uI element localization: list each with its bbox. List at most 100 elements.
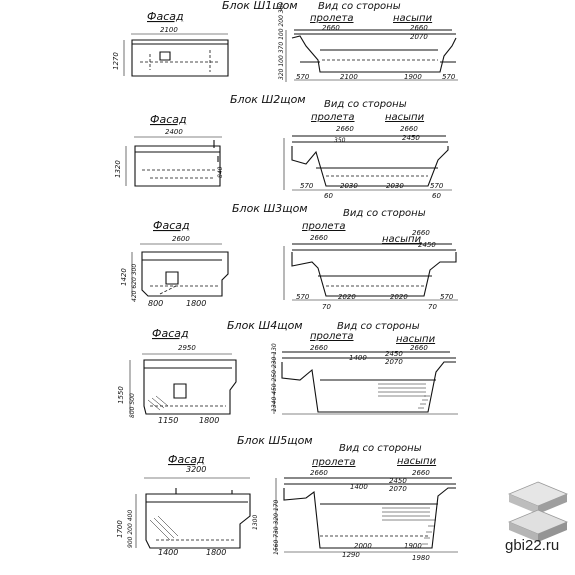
block-4: Блок Ш4щом Фасад 2950 1550 800 500 1150 … bbox=[117, 319, 458, 425]
side-top-left-dim: 2660 bbox=[310, 234, 328, 242]
side-inner-right-dim: 2450 bbox=[389, 477, 407, 485]
facade-height-dim: 1420 bbox=[120, 268, 128, 286]
side-bottom-small2: 1980 bbox=[412, 554, 430, 562]
facade-height-dim: 1700 bbox=[116, 520, 124, 538]
side-inner-left-dim: 350 bbox=[334, 137, 346, 144]
side-bottom-edge-dim: 570 bbox=[442, 73, 456, 81]
side-bottom-small: 1290 bbox=[342, 551, 360, 559]
side-bottom-edge-dim: 570 bbox=[430, 182, 444, 190]
side-view-drawing bbox=[283, 135, 452, 191]
block-1: Блок Ш1щом Фасад 2100 1270 Вид со сторон… bbox=[112, 0, 458, 82]
facade-height-dim: 1320 bbox=[114, 160, 122, 178]
stacked-slabs-icon bbox=[507, 481, 569, 542]
block-title: Блок Ш5щом bbox=[237, 434, 313, 447]
side-inner-right-dim: 2070 bbox=[410, 33, 428, 41]
side-top-left-dim: 2660 bbox=[322, 24, 340, 32]
side-inner-right-dim: 2450 bbox=[418, 241, 436, 249]
side-bottom-left-dim: 570 bbox=[296, 73, 310, 81]
facade-width-dim: 3200 bbox=[186, 465, 206, 474]
facade-width-dim: 2600 bbox=[172, 235, 190, 243]
facade-bottom-left-dim: 1400 bbox=[158, 548, 178, 557]
facade-bottom-right-dim: 1800 bbox=[199, 416, 219, 425]
side-inner-right-dim: 2450 bbox=[385, 350, 403, 358]
facade-left-dims: 800 500 bbox=[129, 393, 136, 418]
fill-label: насыпи bbox=[382, 234, 422, 245]
facade-bottom-left-dim: 800 bbox=[148, 299, 163, 308]
facade-width-dim: 2100 bbox=[160, 26, 178, 34]
side-bottom-small-right: 70 bbox=[428, 303, 437, 311]
facade-height-dim: 1550 bbox=[117, 386, 125, 404]
watermark-text: gbi22.ru bbox=[505, 537, 560, 554]
side-bottom-mid-dim: 2020 bbox=[338, 293, 356, 301]
side-top-left-dim: 2660 bbox=[310, 344, 328, 352]
facade-label: Фасад bbox=[153, 219, 190, 232]
side-view-label: Вид со стороны bbox=[343, 208, 426, 219]
facade-left-dims: 900 200 400 bbox=[127, 510, 134, 548]
side-top-right-dim: 2660 bbox=[410, 24, 428, 32]
block-title: Блок Ш4щом bbox=[227, 319, 303, 332]
facade-drawing bbox=[123, 33, 229, 77]
facade-label: Фасад bbox=[150, 113, 187, 126]
facade-left-dims: 420 620 300 bbox=[131, 264, 138, 302]
facade-width-dim: 2950 bbox=[178, 344, 196, 352]
fill-label: насыпи bbox=[385, 112, 425, 123]
side-bottom-left-dim: 570 bbox=[300, 182, 314, 190]
side-bottom-mid-dim: 2000 bbox=[354, 542, 372, 550]
block-title: Блок Ш3щом bbox=[232, 202, 308, 215]
facade-label: Фасад bbox=[152, 327, 189, 340]
side-left-heights: 1340 450 250 230 130 bbox=[271, 343, 278, 412]
side-view-label: Вид со стороны bbox=[318, 1, 401, 12]
span-label: пролета bbox=[312, 457, 356, 468]
side-top-left-dim: 2660 bbox=[336, 125, 354, 133]
block-5: Блок Ш5щом Фасад 3200 1700 900 200 400 1… bbox=[116, 434, 458, 562]
side-top-left-dim: 2660 bbox=[310, 469, 328, 477]
fill-label: насыпи bbox=[396, 334, 436, 345]
side-top-right-dim: 2660 bbox=[400, 125, 418, 133]
side-view-label: Вид со стороны bbox=[324, 99, 407, 110]
side-bottom-right-dim: 2030 bbox=[386, 182, 404, 190]
side-view-label: Вид со стороны bbox=[339, 443, 422, 454]
side-inner-right-dim: 2450 bbox=[402, 134, 420, 142]
span-label: пролета bbox=[311, 112, 355, 123]
side-bottom-edge-dim: 570 bbox=[440, 293, 454, 301]
side-bottom-small-right: 60 bbox=[432, 192, 441, 200]
side-inner-left-dim: 1400 bbox=[350, 483, 368, 491]
side-inner-right2-dim: 2070 bbox=[385, 358, 403, 366]
facade-drawing bbox=[129, 353, 237, 415]
span-label: пролета bbox=[310, 13, 354, 24]
side-view-drawing bbox=[273, 351, 458, 415]
side-bottom-right-dim: 1900 bbox=[404, 542, 422, 550]
side-bottom-mid-dim: 2100 bbox=[340, 73, 358, 81]
side-view-label: Вид со стороны bbox=[337, 321, 420, 332]
facade-drawing bbox=[131, 243, 229, 297]
side-bottom-small-left: 60 bbox=[324, 192, 333, 200]
side-inner-right2-dim: 2070 bbox=[389, 485, 407, 493]
facade-drawing bbox=[125, 136, 222, 187]
facade-label: Фасад bbox=[147, 10, 184, 23]
block-title: Блок Ш1щом bbox=[222, 0, 298, 12]
side-bottom-right-dim: 2020 bbox=[390, 293, 408, 301]
facade-bottom-right-dim: 1800 bbox=[186, 299, 206, 308]
side-bottom-mid-dim: 2030 bbox=[340, 182, 358, 190]
span-label: пролета bbox=[310, 331, 354, 342]
side-top-right-dim: 2660 bbox=[410, 344, 428, 352]
block-3: Блок Ш3щом Фасад 2600 1420 420 620 300 8… bbox=[120, 202, 458, 311]
side-bottom-right-dim: 1900 bbox=[404, 73, 422, 81]
facade-bottom-right-dim: 1800 bbox=[206, 548, 226, 557]
block-2: Блок Ш2щом Фасад 2400 1320 840 Вид со ст… bbox=[114, 93, 452, 200]
side-left-heights: 320 100 370 100 200 380 bbox=[278, 2, 285, 80]
fill-label: насыпи bbox=[397, 456, 437, 467]
side-view-drawing bbox=[285, 29, 458, 82]
facade-width-dim: 2400 bbox=[165, 128, 183, 136]
side-left-heights: 1560 730 320 170 bbox=[273, 499, 280, 555]
facade-bottom-left-dim: 1150 bbox=[158, 416, 178, 425]
side-view-drawing bbox=[283, 243, 458, 301]
facade-label: Фасад bbox=[168, 453, 205, 466]
span-label: пролета bbox=[302, 221, 346, 232]
facade-right-dim: 1300 bbox=[252, 515, 259, 530]
block-title: Блок Ш2щом bbox=[230, 93, 306, 106]
facade-height-dim: 1270 bbox=[112, 52, 120, 70]
side-top-right-dim: 2660 bbox=[412, 469, 430, 477]
side-top-right-dim: 2660 bbox=[412, 229, 430, 237]
